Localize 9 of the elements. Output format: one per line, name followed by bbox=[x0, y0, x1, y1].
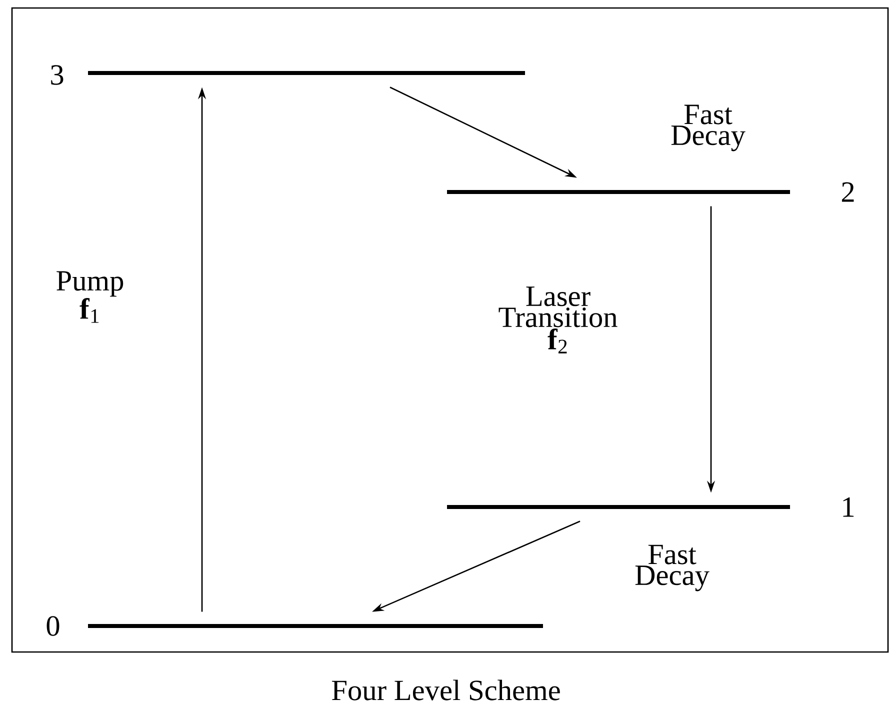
edge-label: Fast Decay bbox=[635, 544, 710, 592]
edge-label: Pump f$_{1}$ bbox=[56, 271, 124, 323]
edge-label: Fast Decay bbox=[671, 104, 746, 152]
edge-label: Laser Transition f$_{2}$ bbox=[498, 286, 618, 354]
level-number: 1 bbox=[843, 497, 854, 517]
level-number: 2 bbox=[842, 182, 854, 202]
caption: Four Level Scheme bbox=[332, 680, 560, 700]
level-number: 3 bbox=[51, 65, 64, 85]
level-number: 0 bbox=[46, 616, 60, 636]
